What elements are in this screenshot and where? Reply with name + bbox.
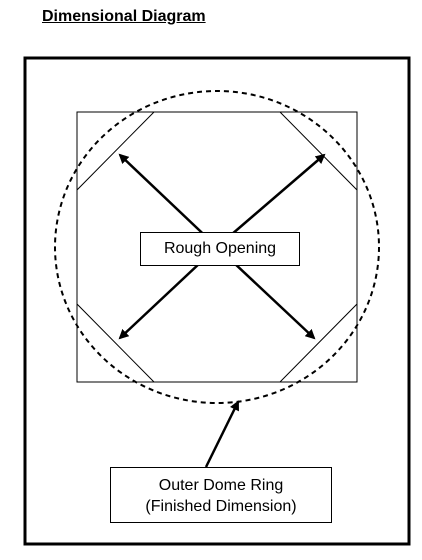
rough-opening-label: Rough Opening	[140, 232, 300, 266]
arrow-upper-left	[118, 153, 218, 248]
outer-dome-ring-dashed	[54, 90, 380, 404]
outer-ring-label-line2: (Finished Dimension)	[145, 498, 297, 515]
arrow-upper-right	[216, 153, 326, 248]
arrow-to-ring	[204, 400, 240, 468]
outer-frame	[23, 56, 411, 546]
diagram-title: Dimensional Diagram	[42, 8, 206, 25]
rough-opening-octagon	[76, 111, 358, 383]
outer-ring-label: Outer Dome Ring (Finished Dimension)	[110, 467, 332, 523]
outer-ring-label-line1: Outer Dome Ring	[158, 477, 284, 494]
